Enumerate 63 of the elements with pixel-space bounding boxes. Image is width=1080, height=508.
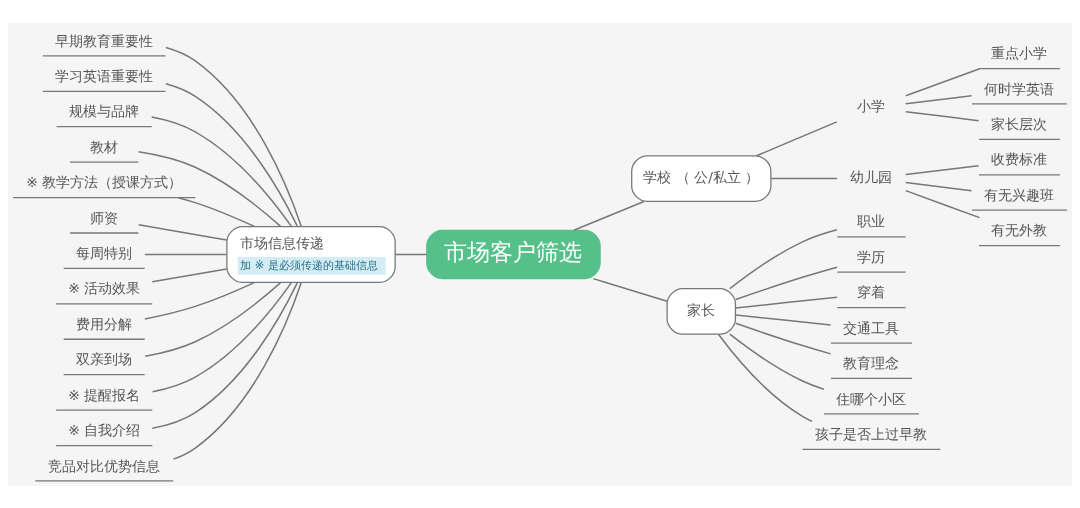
connector xyxy=(177,196,255,227)
connector xyxy=(904,181,973,191)
connector xyxy=(138,223,228,241)
connector xyxy=(729,228,838,289)
node-text: 何时学英语 xyxy=(984,80,1055,97)
node-text: 师资 xyxy=(90,209,119,226)
node-text: 教育理念 xyxy=(843,354,900,371)
node-text: ※ 活动效果 xyxy=(68,279,141,296)
node-text: ※ 自我介绍 xyxy=(68,421,141,438)
node-text: 学历 xyxy=(857,248,886,265)
node-text: 竞品对比优势信息 xyxy=(48,457,161,474)
connector xyxy=(904,189,981,218)
connector xyxy=(904,67,981,96)
connector xyxy=(144,253,228,255)
node-text: 收费标准 xyxy=(991,150,1048,167)
connector xyxy=(717,333,813,422)
node-text: 穿着 xyxy=(857,283,886,300)
node-text: 规模与品牌 xyxy=(69,102,140,119)
node-text: ※ 教学方法（授课方式） xyxy=(26,173,183,190)
connector xyxy=(151,267,228,283)
node-box: 学校 （ 公/私立 ） xyxy=(631,154,772,202)
node-text: 有无兴趣班 xyxy=(984,186,1055,203)
node-text: 交通工具 xyxy=(843,319,900,336)
node-text: 家长层次 xyxy=(991,115,1048,132)
node-text: 住哪个小区 xyxy=(836,390,907,407)
connector xyxy=(904,94,973,104)
connector xyxy=(573,200,645,231)
node-box: 家长 xyxy=(666,287,737,335)
connector xyxy=(592,277,668,302)
connector xyxy=(755,120,838,157)
connector xyxy=(151,281,299,429)
connector xyxy=(734,265,838,300)
node-text: 双亲到场 xyxy=(76,350,133,367)
connector xyxy=(165,46,303,227)
node-text: 幼儿园 xyxy=(850,168,893,185)
connector xyxy=(150,115,293,227)
node-text: ※ 提醒报名 xyxy=(68,386,141,403)
node-box: 市场客户筛选 xyxy=(426,229,601,279)
connector xyxy=(904,164,980,175)
connector xyxy=(729,332,825,390)
node-text: 每周特别 xyxy=(76,244,133,261)
connector xyxy=(734,322,832,355)
node-text: 孩子是否上过早教 xyxy=(815,425,928,442)
node-box: 市场信息传递 加 ※ 是必须传递的基础信息 xyxy=(226,225,396,283)
node-text: 学习英语重要性 xyxy=(55,67,154,84)
connector xyxy=(137,150,282,227)
connector xyxy=(144,281,255,320)
connector xyxy=(734,313,832,326)
node-text: 重点小学 xyxy=(991,44,1048,61)
node-text: 职业 xyxy=(857,212,886,229)
connector xyxy=(734,295,838,309)
node-text: 有无外教 xyxy=(991,221,1048,238)
connector xyxy=(151,281,293,393)
node-text: 小学 xyxy=(857,97,886,114)
connector xyxy=(172,281,303,460)
node-text: 费用分解 xyxy=(76,315,133,332)
connector xyxy=(770,177,838,179)
connector xyxy=(144,281,282,357)
node-text: 教材 xyxy=(90,138,119,155)
node-text: 早期教育重要性 xyxy=(55,32,154,49)
connector xyxy=(394,253,428,255)
connector xyxy=(904,110,980,121)
connector xyxy=(165,82,299,227)
